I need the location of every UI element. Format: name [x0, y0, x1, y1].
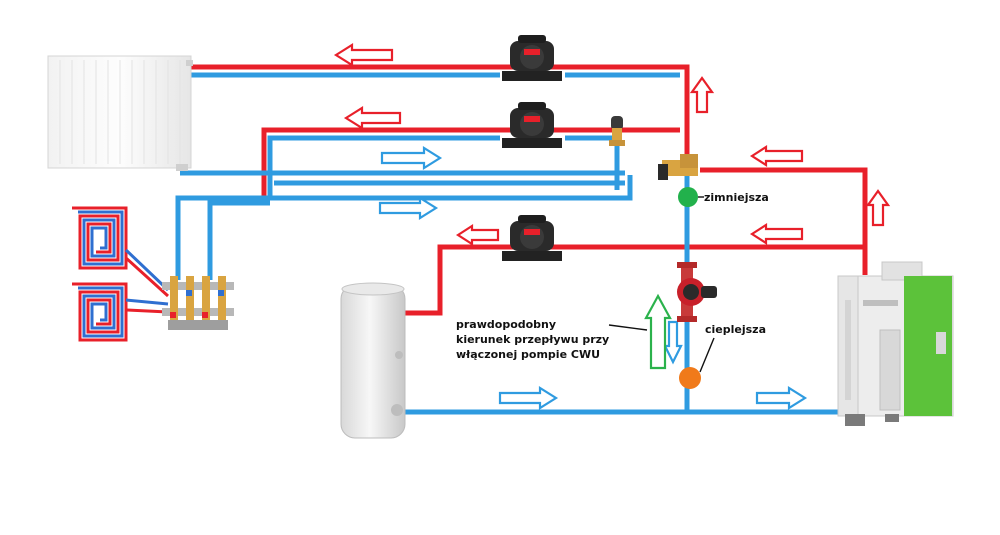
floor-heating-loop-icon — [72, 206, 170, 342]
arrow-left-hot-3 — [749, 144, 804, 168]
flow-arrows — [333, 43, 891, 410]
arrow-up-hot-1 — [689, 76, 715, 114]
arrow-right-cold-3 — [498, 386, 559, 410]
thermostatic-valve-icon — [609, 116, 625, 146]
sensor-colder — [678, 187, 698, 207]
manifold-return-pipe — [175, 175, 633, 280]
arrow-right-cold-4 — [755, 386, 808, 410]
hot-water-tank-icon — [340, 282, 406, 439]
arrow-up-green — [644, 293, 672, 370]
arrow-left-hot-4 — [749, 222, 804, 246]
boiler-icon — [837, 261, 954, 426]
manifold-icon — [162, 276, 234, 330]
pump-dhw — [502, 215, 562, 261]
boiler-supply-pipe — [700, 167, 868, 275]
arrow-up-hot-2 — [865, 189, 891, 227]
manifold-supply-pipe — [207, 200, 270, 280]
arrow-down-cold — [663, 320, 683, 365]
arrow-right-cold-2 — [378, 196, 439, 220]
leader-lines — [608, 196, 715, 373]
note-line-1: prawdopodobny — [456, 318, 557, 331]
mixing-valve-icon — [658, 154, 698, 180]
sensor-warmer — [679, 367, 701, 389]
arrow-left-hot-2 — [343, 106, 402, 130]
circulation-pump-icon — [502, 35, 717, 322]
note-line-2: kierunek przepływu przy — [456, 333, 610, 346]
label-colder: zimniejsza — [704, 191, 769, 204]
label-warmer: cieplejsza — [705, 323, 766, 336]
sensors — [678, 187, 701, 389]
arrow-left-hot-1 — [333, 43, 394, 67]
pump-bypass — [677, 262, 717, 322]
note-line-3: włączonej pompie CWU — [456, 348, 601, 361]
arrow-left-hot-5 — [455, 223, 500, 247]
arrow-right-cold-1 — [380, 146, 443, 170]
floor-return-pipe — [267, 135, 500, 200]
pump-floor — [502, 102, 562, 148]
pump-radiator — [502, 35, 562, 81]
radiator-icon — [47, 55, 193, 171]
dhw-supply-pipe — [405, 244, 865, 316]
radiator-supply-pipe — [190, 64, 690, 170]
flow-direction-note: prawdopodobny kierunek przepływu przy wł… — [456, 317, 609, 362]
